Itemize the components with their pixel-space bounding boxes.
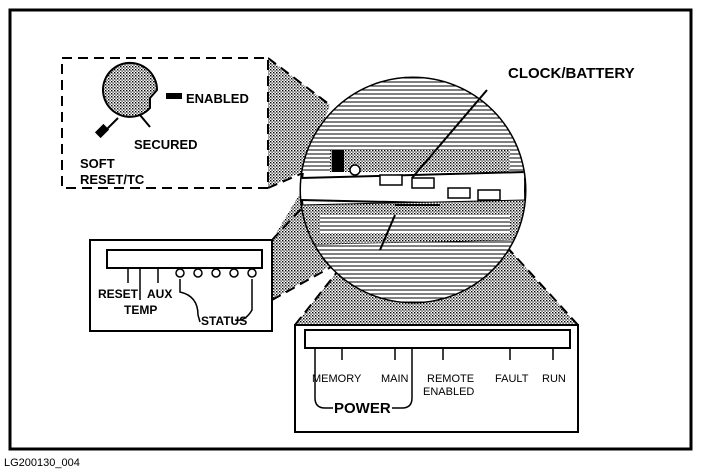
remote-enabled-label: ENABLED (423, 386, 474, 398)
left-panel-detail: RESET AUX TEMP STATUS (89, 239, 273, 332)
aux-label: AUX (147, 287, 172, 301)
keyswitch-projection-shade (268, 58, 330, 188)
status-led-4 (229, 268, 239, 278)
magnified-unit-view (299, 76, 527, 304)
status-led-2 (193, 268, 203, 278)
keyswitch-secured-label: SECURED (134, 137, 198, 152)
clock-battery-leader (411, 89, 488, 179)
keyswitch-reset-tc-label: RESET/TC (80, 172, 145, 187)
status-label: STATUS (201, 314, 247, 328)
keyswitch-soft-label: SOFT (80, 156, 115, 171)
power-label: POWER (334, 400, 391, 417)
power-bracket (314, 397, 413, 409)
right-panel-detail: MEMORY MAIN REMOTE ENABLED FAULT RUN POW… (294, 324, 579, 433)
status-led-5 (247, 268, 257, 278)
enabled-position-marker (166, 93, 182, 99)
status-bracket (179, 279, 253, 323)
figure-id: LG200130_004 (4, 457, 80, 469)
temp-label: TEMP (124, 303, 157, 317)
run-label: RUN (542, 373, 566, 385)
keyswitch-knob-icon (102, 61, 159, 118)
soft-reset-position-marker (94, 123, 110, 139)
clock-battery-label: CLOCK/BATTERY (508, 65, 635, 82)
fault-label: FAULT (495, 373, 529, 385)
keyswitch-detail: ENABLED SECURED SOFT RESET/TC (61, 57, 269, 189)
memory-label: MEMORY (312, 373, 362, 385)
reset-label: RESET (98, 287, 139, 301)
remote-label: REMOTE (427, 373, 474, 385)
main-label: MAIN (381, 373, 409, 385)
status-led-1 (175, 268, 185, 278)
keyswitch-enabled-label: ENABLED (186, 91, 249, 106)
left-panel-projection-shade (272, 185, 340, 300)
status-led-3 (211, 268, 221, 278)
